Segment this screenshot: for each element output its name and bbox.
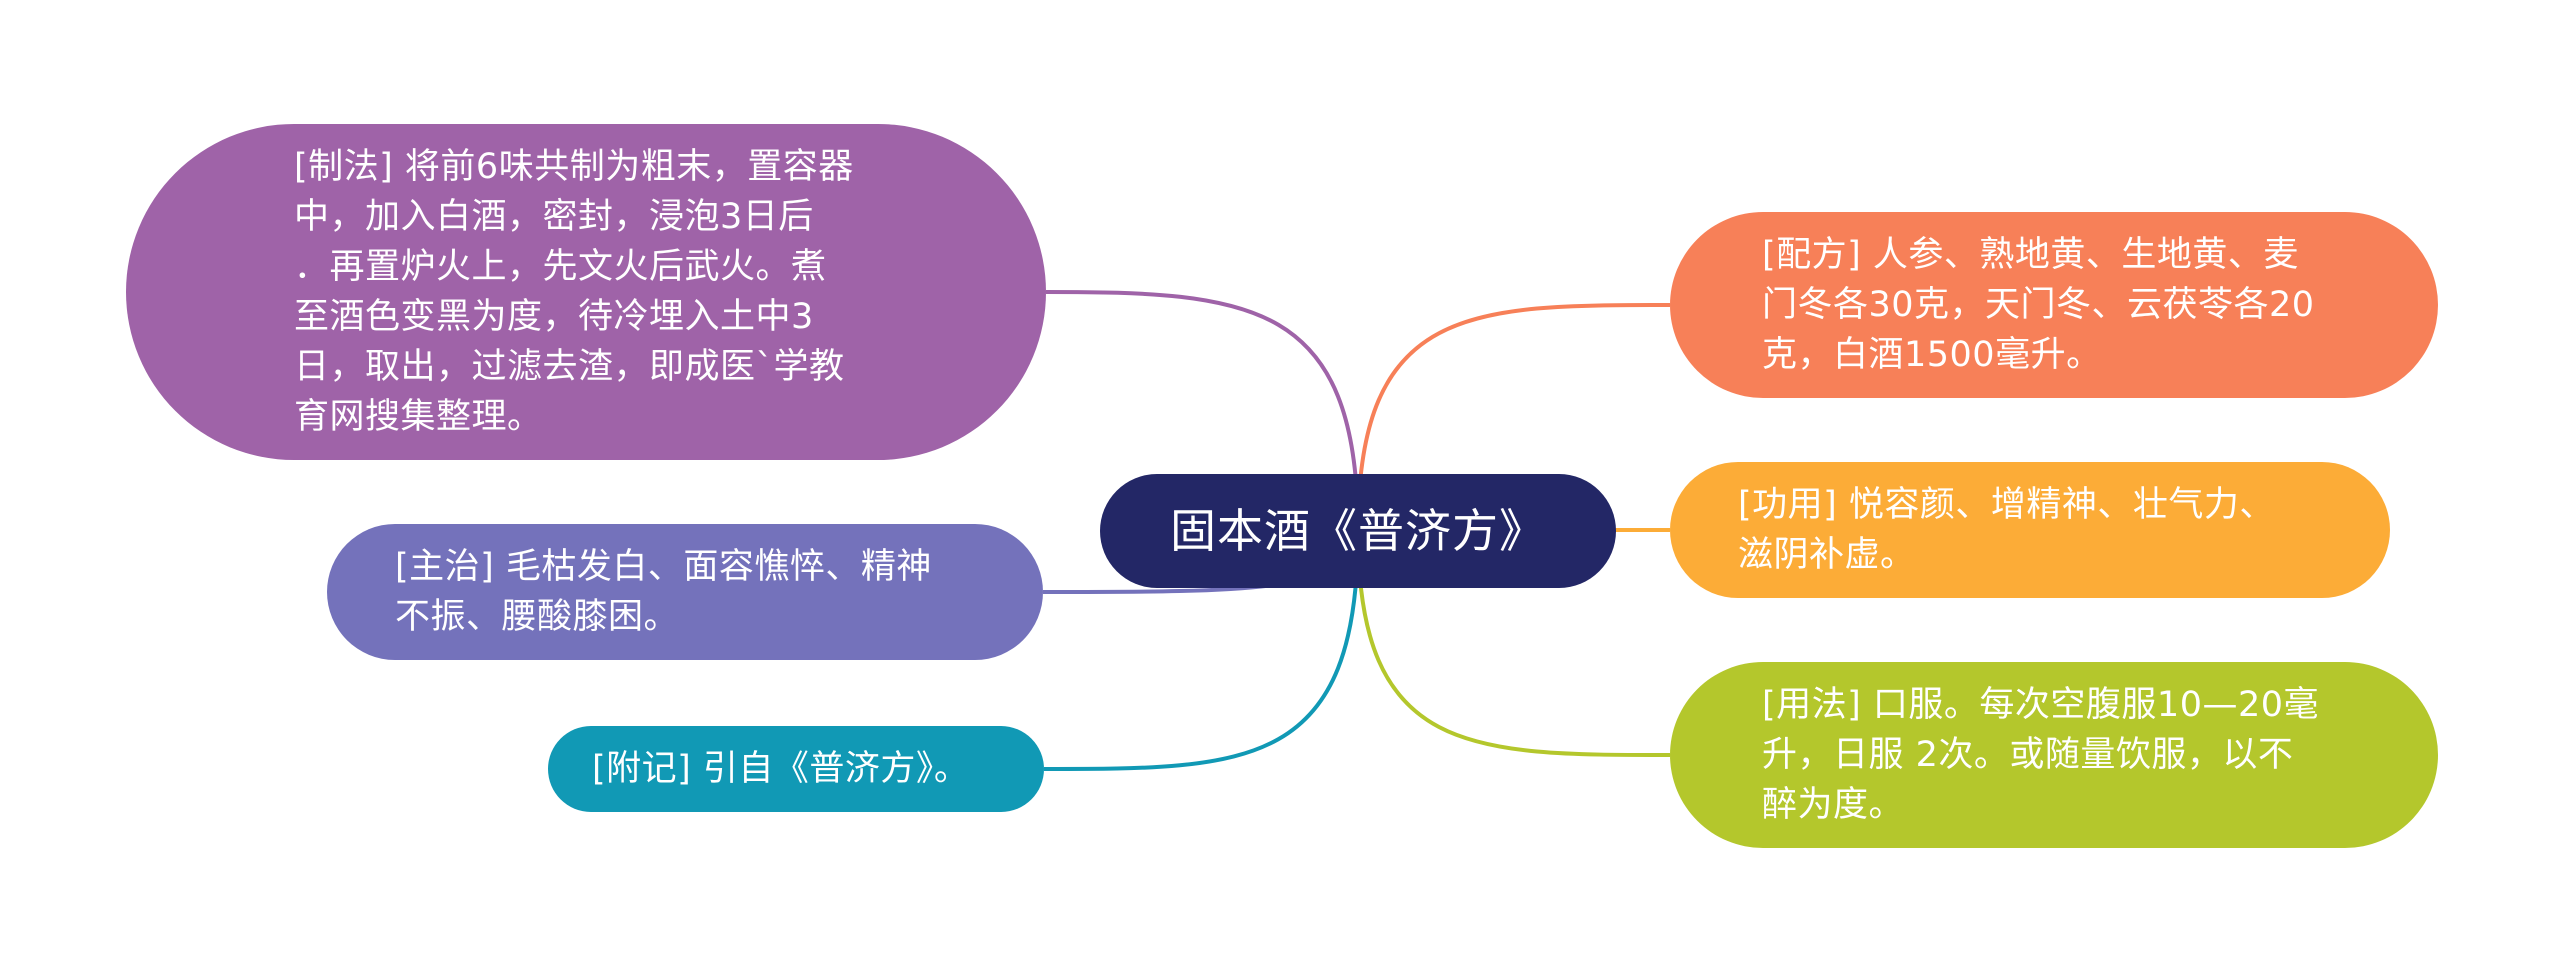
branch-node-zhifa[interactable]: [制法] 将前6味共制为粗末，置容器 中，加入白酒，密封，浸泡3日后 ．再置炉火…	[126, 124, 1046, 460]
branch-node-gongyong[interactable]: [功用] 悦容颜、增精神、壮气力、 滋阴补虚。	[1670, 462, 2390, 598]
branch-label-gongyong: [功用] 悦容颜、增精神、壮气力、 滋阴补虚。	[1738, 485, 2275, 575]
connector-fuji	[1043, 530, 1360, 771]
connector-zhifa	[1045, 290, 1360, 532]
branch-label-yongfa: [用法] 口服。每次空腹服10—20毫 升，日服 2次。或随量饮服，以不 醉为度…	[1762, 685, 2320, 825]
central-topic-node[interactable]: 固本酒《普济方》	[1100, 474, 1616, 588]
branch-label-zhuzhi: [主治] 毛枯发白、面容憔悴、精神 不振、腰酸膝困。	[395, 547, 932, 637]
branch-label-fuji: [附记] 引自《普济方》。	[592, 749, 970, 789]
connector-yongfa	[1356, 530, 1671, 757]
connector-peifang	[1356, 303, 1671, 532]
branch-node-peifang[interactable]: [配方] 人参、熟地黄、生地黄、麦 门冬各30克，天门冬、云茯苓各20 克，白酒…	[1670, 212, 2438, 398]
central-topic-label: 固本酒《普济方》	[1170, 504, 1546, 558]
branch-label-peifang: [配方] 人参、熟地黄、生地黄、麦 门冬各30克，天门冬、云茯苓各20 克，白酒…	[1762, 235, 2315, 375]
branch-node-zhuzhi[interactable]: [主治] 毛枯发白、面容憔悴、精神 不振、腰酸膝困。	[327, 524, 1043, 660]
branch-node-fuji[interactable]: [附记] 引自《普济方》。	[548, 726, 1044, 812]
branch-node-yongfa[interactable]: [用法] 口服。每次空腹服10—20毫 升，日服 2次。或随量饮服，以不 醉为度…	[1670, 662, 2438, 848]
branch-label-zhifa: [制法] 将前6味共制为粗末，置容器 中，加入白酒，密封，浸泡3日后 ．再置炉火…	[294, 147, 854, 437]
